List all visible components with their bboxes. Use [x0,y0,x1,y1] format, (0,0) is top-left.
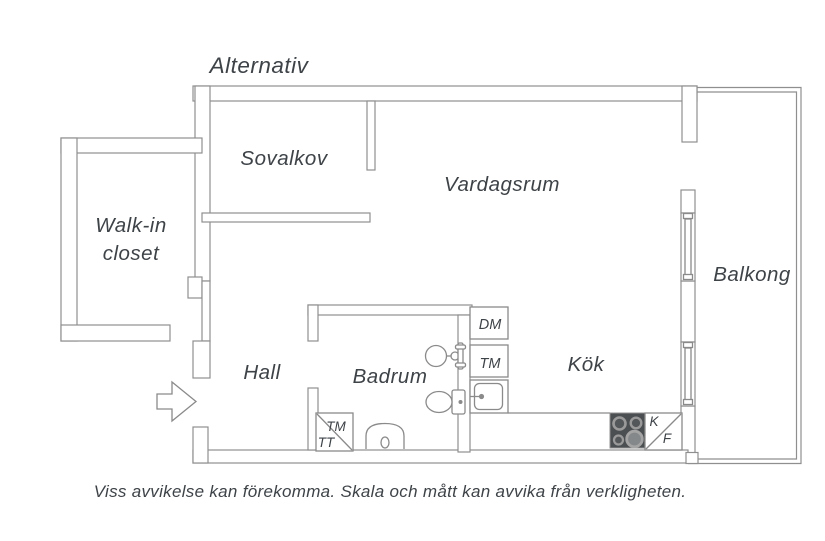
bathroom-fixtures [315,342,467,452]
bathroom-sink-icon [424,342,467,370]
bathroom-left-wall-upper [307,304,319,342]
room-label-balkong: Balkong [713,263,791,286]
washer-dryer-box [315,412,354,452]
room-label-badrum: Badrum [353,365,428,388]
right-wall-mid [680,280,696,343]
stove-icon [609,412,646,449]
room-label-hall: Hall [243,361,281,384]
window-icon [680,341,696,407]
left-wall-column [194,85,211,282]
walls [60,85,698,464]
hall-closet-stub [201,280,211,342]
closet-door-jamb [187,276,203,299]
closet-bottom-wall [60,324,171,342]
labels: Alternativ Sovalkov Vardagsrum Walk-in c… [94,53,791,501]
kitchen-sink-icon [469,379,509,414]
right-top-stub [681,85,698,143]
washing-machine-box [469,344,509,378]
label-freezer: F [663,431,672,446]
balcony-foot [685,451,699,465]
entry-door-block-upper [192,340,211,379]
room-label-walk-in-closet-line2: closet [103,242,160,265]
fridge-freezer-box [644,412,683,451]
sovalkov-bottom-wall [201,212,371,223]
kitchen-fixtures [469,306,683,451]
top-wall [192,85,698,102]
window-icon [680,212,696,282]
bottom-wall [192,449,689,464]
entry-door-post-lower [192,426,209,464]
plan-title: Alternativ [208,53,310,78]
closet-top-wall [60,137,203,154]
label-fridge: K [649,414,659,429]
bathroom-top-wall [307,304,473,316]
disclaimer-text: Viss avvikelse kan förekomma. Skala och … [94,482,687,501]
sovalkov-right-stub [366,100,376,171]
label-washing-machine-kitchen: TM [480,356,502,372]
balcony-outline [685,86,802,465]
room-label-walk-in-closet-line1: Walk-in [95,214,166,237]
label-tumble-dryer-bath: TT [318,435,336,450]
label-dishwasher: DM [479,317,502,333]
closet-left-wall [60,137,78,342]
windows [680,212,696,407]
bathroom-right-wall [457,314,471,453]
dishwasher-box [469,306,509,340]
toilet-icon [425,389,466,415]
washbasin-icon [365,422,405,449]
entrance-arrow-icon [156,380,198,423]
label-washing-machine-bath: TM [326,419,346,434]
room-label-sovalkov: Sovalkov [240,147,328,170]
room-label-vardagsrum: Vardagsrum [444,173,560,196]
room-label-kok: Kök [568,353,606,376]
right-wall-cap1 [680,189,696,214]
